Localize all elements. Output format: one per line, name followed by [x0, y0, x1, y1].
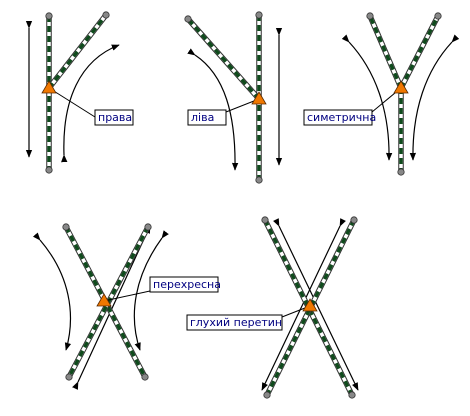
label-symmetric-text: симетрична [307, 111, 376, 124]
direction-arrows [187, 27, 283, 171]
left-turnout: ліва [184, 11, 283, 184]
track-branch-right [398, 13, 441, 91]
label-right: права [94, 109, 134, 126]
symmetric-turnout: симетрична [303, 12, 460, 176]
track-end-nodes [62, 223, 152, 381]
arrow-b [261, 218, 346, 391]
label-symmetric: симетрична [303, 109, 376, 126]
direction-arrows [341, 34, 460, 161]
label-right-text: права [98, 111, 132, 124]
left-arrow [341, 34, 393, 161]
frog-marker-icon [302, 298, 318, 312]
diverging-arrow [61, 44, 120, 163]
label-diamond-text: глухий перетин [190, 316, 282, 329]
track-lines [185, 12, 262, 183]
direction-arrows [32, 225, 169, 390]
left-arrow [32, 232, 72, 351]
label-crossover-text: перехресна [153, 278, 221, 291]
direction-arrows [25, 20, 120, 163]
track-end-nodes [366, 12, 442, 176]
arrow-a [272, 218, 359, 391]
right-turnout: права [25, 11, 134, 174]
track-branch-left [367, 13, 404, 91]
frog-marker-icon [41, 80, 57, 94]
label-crossover: перехресна [149, 276, 221, 293]
frog-marker-icon [251, 91, 267, 105]
track-lines [46, 12, 109, 173]
frog-marker-icon [393, 80, 409, 94]
frog-marker-icon [96, 293, 112, 307]
direction-arrows [261, 218, 359, 391]
track-end-nodes [45, 11, 110, 174]
label-diamond: глухий перетин [186, 314, 283, 331]
diagonal-arrow [72, 225, 151, 390]
diamond-crossing: глухий перетин [186, 216, 359, 399]
crossover-turnout: перехресна [32, 223, 221, 390]
label-left-text: ліва [191, 111, 214, 124]
diverging-arrow [187, 48, 239, 171]
track-branch [185, 16, 262, 102]
label-left: ліва [187, 109, 227, 126]
leader-line [48, 87, 96, 118]
right-arrow [409, 34, 460, 161]
track-lines [367, 13, 441, 175]
track-end-nodes [184, 11, 263, 184]
leader-line [103, 290, 151, 302]
track-end-nodes [261, 216, 358, 399]
track-branch [46, 12, 109, 91]
